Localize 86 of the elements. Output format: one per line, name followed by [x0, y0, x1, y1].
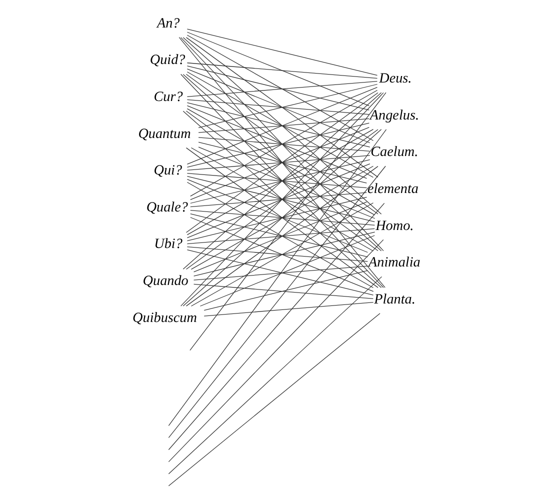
connector — [182, 128, 382, 306]
connector — [203, 302, 374, 316]
connector — [186, 196, 367, 241]
connector — [198, 146, 375, 218]
node-text: Caelum. — [370, 144, 418, 160]
node-text: Cur? — [153, 88, 182, 104]
connector — [185, 73, 378, 214]
connector — [186, 154, 370, 170]
connector — [185, 128, 378, 270]
connector — [189, 92, 386, 350]
connector — [190, 216, 374, 292]
connector — [185, 147, 378, 288]
connector — [186, 108, 374, 215]
connector — [168, 202, 384, 450]
connector — [185, 110, 378, 251]
node-text: Quibuscum — [132, 309, 196, 326]
connector — [192, 265, 368, 280]
connector — [190, 158, 370, 204]
connector — [186, 181, 374, 288]
connector — [182, 110, 382, 288]
connector — [186, 228, 374, 244]
node-text: Ubi? — [154, 236, 182, 252]
connector — [198, 118, 369, 132]
connector — [168, 128, 386, 426]
connector — [190, 146, 374, 251]
connector — [190, 202, 374, 306]
connector — [180, 36, 384, 251]
connector — [186, 178, 368, 252]
connector — [182, 36, 382, 214]
connector — [186, 104, 367, 178]
connector — [186, 86, 378, 164]
connector — [198, 136, 370, 152]
connector — [186, 249, 374, 295]
connector — [182, 92, 382, 269]
connector — [180, 73, 384, 288]
node-text: Quid? — [149, 52, 185, 68]
connector — [190, 209, 375, 226]
node-text: elementa — [366, 180, 418, 196]
connector — [180, 92, 384, 306]
node-text: An? — [156, 14, 180, 31]
connector — [186, 172, 367, 188]
connector — [198, 83, 378, 128]
connector — [186, 122, 369, 168]
connector — [186, 128, 374, 235]
connector — [186, 102, 370, 147]
connector — [192, 231, 375, 276]
connector — [168, 312, 380, 486]
connector — [186, 175, 374, 222]
connector — [198, 141, 366, 183]
connector — [186, 98, 369, 114]
connector — [168, 238, 384, 462]
connector — [186, 28, 378, 76]
node-text: Quantum — [138, 125, 190, 142]
connector — [185, 36, 378, 177]
connector — [186, 31, 369, 106]
connector — [186, 71, 374, 178]
node-text: Planta. — [374, 290, 415, 307]
connector — [185, 166, 378, 306]
node-text: Qui? — [153, 162, 182, 178]
connector — [186, 68, 370, 143]
connector — [186, 80, 378, 96]
connector — [190, 165, 374, 270]
connector — [186, 163, 370, 238]
node-text: Deus. — [378, 70, 412, 86]
connector — [178, 36, 385, 288]
connector — [190, 126, 369, 200]
connector — [168, 165, 386, 438]
connector — [185, 92, 378, 232]
node-text: Homo. — [375, 217, 414, 234]
connector — [182, 74, 382, 251]
connector — [199, 234, 374, 306]
connector — [168, 276, 382, 474]
connector — [186, 246, 368, 262]
node-text: Animalia — [368, 254, 420, 270]
connector — [186, 65, 369, 110]
connector — [190, 213, 368, 257]
connector — [203, 270, 368, 310]
connector — [192, 201, 367, 272]
node-text: Quando — [142, 272, 188, 288]
connector — [186, 34, 374, 140]
node-text: Angelus. — [369, 106, 419, 123]
connector — [186, 62, 378, 78]
connector — [190, 192, 366, 207]
connector — [192, 283, 373, 299]
connector — [190, 89, 378, 196]
node-text: Quale? — [146, 198, 188, 215]
